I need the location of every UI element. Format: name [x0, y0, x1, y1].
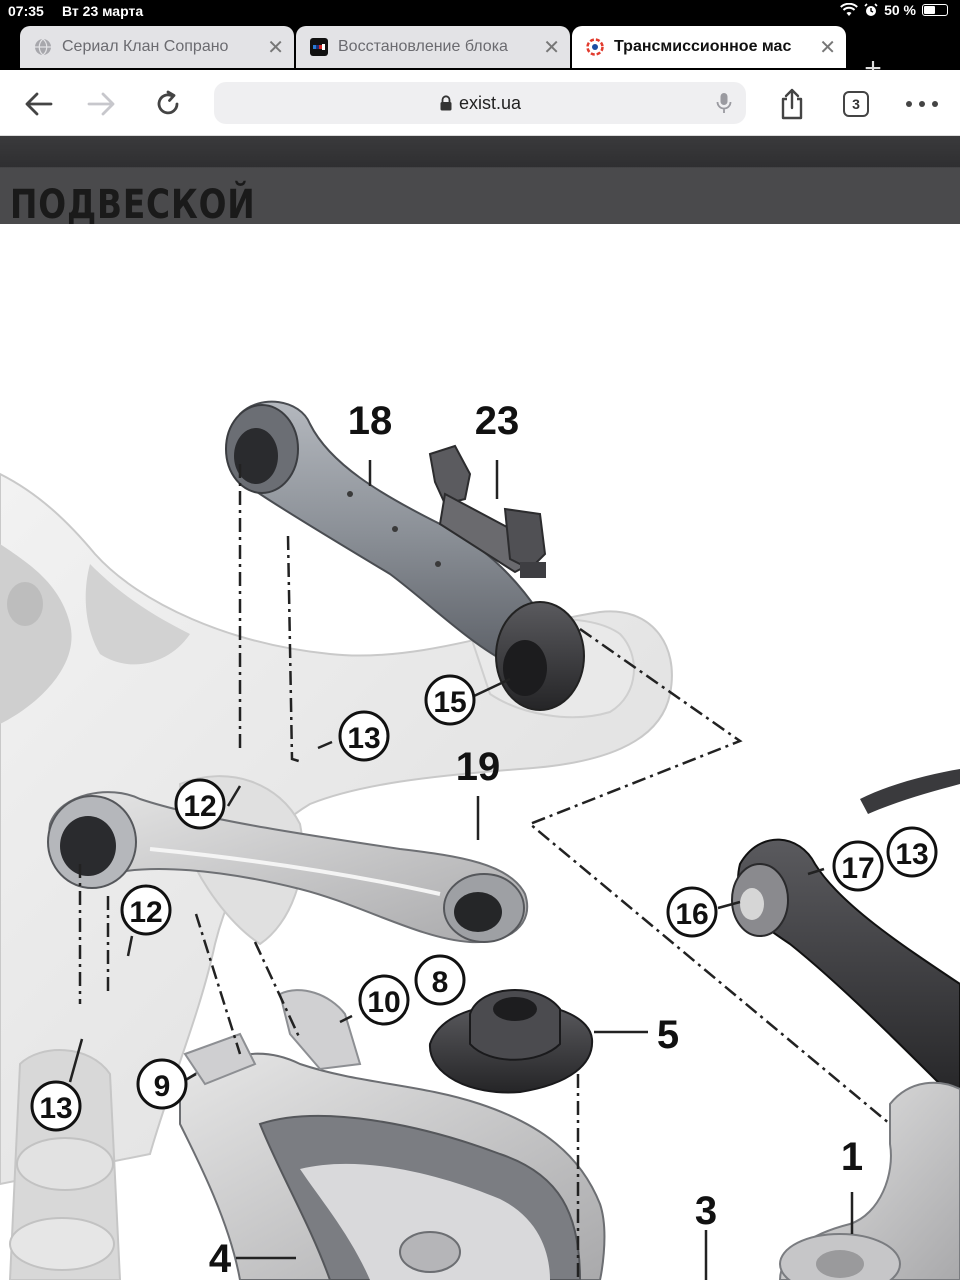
control-arm-19	[47, 791, 529, 944]
exist-logo-icon	[586, 38, 604, 56]
url-text: exist.ua	[458, 92, 522, 113]
control-arm-17	[731, 769, 960, 1106]
status-time: 07:35	[8, 3, 44, 19]
tab-close-button[interactable]: ✕	[543, 36, 560, 59]
tab-close-button[interactable]: ✕	[267, 36, 284, 59]
callout-16: 16	[666, 886, 718, 938]
back-button[interactable]	[18, 84, 58, 124]
arrow-left-icon	[25, 92, 53, 116]
bmw-m-icon	[310, 38, 328, 56]
share-button[interactable]	[772, 84, 812, 124]
callout-10: 10	[358, 974, 410, 1026]
part-label-3: 3	[695, 1189, 717, 1233]
reload-icon	[157, 90, 179, 115]
part-label-19: 19	[456, 745, 501, 789]
part-label-13: 13	[895, 838, 928, 871]
tab-close-button[interactable]: ✕	[819, 36, 836, 59]
share-icon	[781, 88, 803, 120]
lower-control-arm-4	[179, 989, 606, 1280]
status-bar: 07:35 Вт 23 марта 50 %	[0, 0, 960, 24]
ellipsis-icon	[906, 101, 938, 107]
tab-sopranos[interactable]: Сериал Клан Сопрано ✕	[20, 26, 294, 68]
tabs-overview-button[interactable]: 3	[836, 84, 876, 124]
part-label-18: 18	[348, 399, 393, 443]
part-label-4: 4	[209, 1237, 232, 1280]
callout-13-right: 13	[886, 826, 938, 878]
microphone-icon[interactable]	[716, 92, 732, 114]
forward-button[interactable]	[82, 84, 122, 124]
bracket-23	[428, 444, 547, 578]
arrow-right-icon	[87, 92, 115, 116]
wheel-carrier-1	[778, 1081, 960, 1280]
part-label-12: 12	[183, 790, 216, 823]
part-label-23: 23	[475, 399, 520, 443]
tab-label: Сериал Клан Сопрано	[62, 38, 229, 55]
tab-label: Восстановление блока	[338, 38, 508, 55]
strut-mount-5	[428, 989, 594, 1094]
callout-13-lower: 13	[30, 1080, 82, 1132]
tab-count: 3	[843, 91, 869, 117]
lock-icon	[440, 95, 452, 111]
tab-restoration[interactable]: Восстановление блока ✕	[296, 26, 570, 68]
more-menu-button[interactable]	[902, 84, 942, 124]
part-label-8: 8	[432, 966, 449, 999]
part-label-13: 13	[39, 1092, 72, 1125]
callout-12-upper: 12	[174, 778, 226, 830]
tab-strip: Сериал Клан Сопрано ✕ Восстановление бло…	[0, 24, 960, 84]
part-label-5: 5	[657, 1013, 679, 1057]
part-label-10: 10	[367, 986, 400, 1019]
part-label-1: 1	[841, 1135, 863, 1179]
callout-8: 8	[414, 954, 466, 1006]
callout-13-upper: 13	[338, 710, 390, 762]
battery-icon	[922, 4, 948, 16]
callout-15: 15	[424, 674, 476, 726]
alarm-icon	[864, 3, 878, 16]
part-label-12: 12	[129, 896, 162, 929]
part-label-9: 9	[154, 1070, 171, 1103]
callout-12-lower: 12	[120, 884, 172, 936]
status-date: Вт 23 марта	[62, 3, 144, 19]
address-bar[interactable]: exist.ua	[214, 82, 746, 124]
reload-button[interactable]	[148, 84, 188, 124]
part-label-16: 16	[675, 898, 708, 931]
site-header: ПОДВЕСКОЙ	[0, 136, 960, 224]
battery-percent: 50 %	[884, 2, 916, 18]
globe-icon	[34, 38, 52, 56]
suspension-diagram: 18 23 19 5 1 3 4 15 13 12 12 17 13	[0, 224, 960, 1280]
suspension-diagram-image: 18 23 19 5 1 3 4 15 13 12 12 17 13	[0, 399, 960, 1280]
callout-9: 9	[136, 1058, 188, 1110]
part-label-17: 17	[841, 852, 874, 885]
assembly-lines	[78, 464, 891, 1280]
browser-toolbar: exist.ua 3	[0, 70, 960, 136]
tab-transmission-oil[interactable]: Трансмиссионное мас ✕	[572, 26, 846, 68]
wifi-icon	[840, 3, 858, 16]
page-heading: ПОДВЕСКОЙ	[10, 182, 256, 224]
upper-control-arm-18	[225, 400, 585, 711]
part-label-15: 15	[433, 686, 466, 719]
callout-17: 17	[832, 840, 884, 892]
status-indicators: 50 %	[840, 2, 948, 18]
part-label-13: 13	[347, 722, 380, 755]
tab-label: Трансмиссионное мас	[614, 38, 792, 55]
